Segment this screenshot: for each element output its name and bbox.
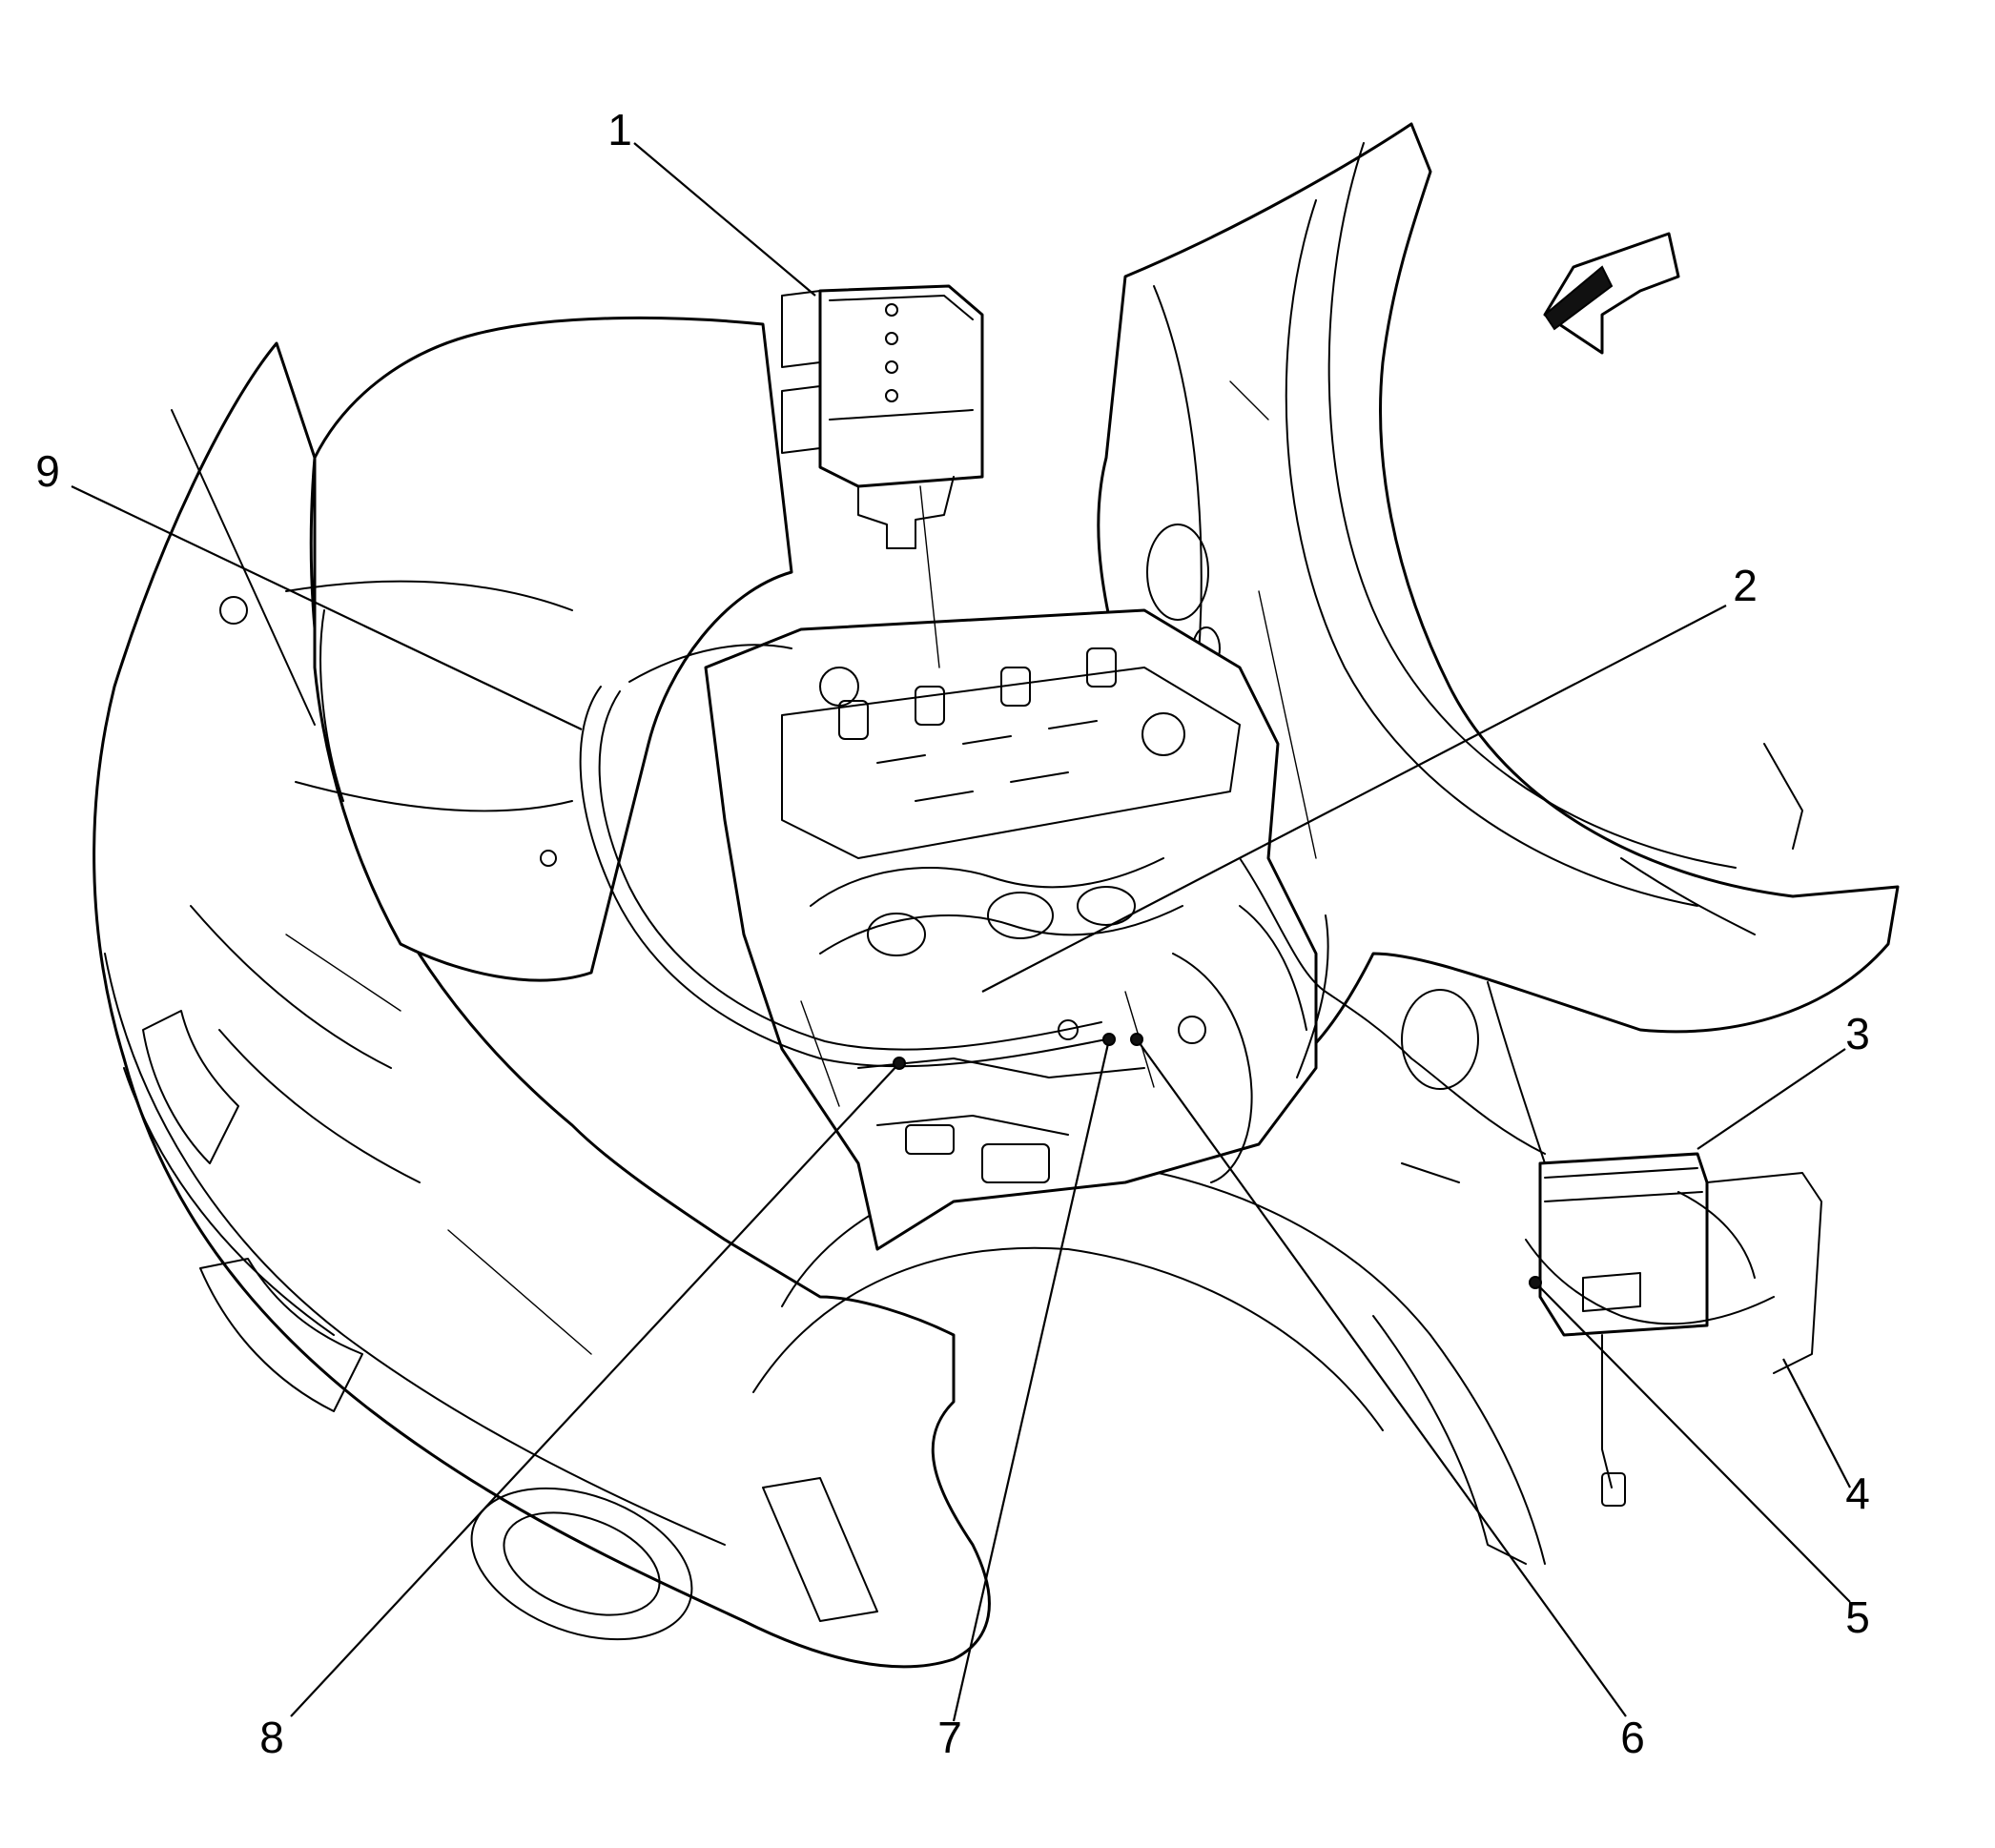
forward-direction-arrow-icon — [1543, 232, 1680, 355]
callout-9: 9 — [35, 446, 60, 496]
connection-point-5 — [1529, 1276, 1542, 1289]
callout-7: 7 — [937, 1713, 962, 1762]
leader-1 — [633, 142, 816, 297]
callout-5: 5 — [1845, 1592, 1870, 1642]
engine-assembly — [704, 608, 1318, 1251]
leader-2 — [981, 605, 1727, 993]
callout-3: 3 — [1845, 1009, 1870, 1058]
callout-2: 2 — [1733, 561, 1758, 610]
leader-lines — [71, 142, 1851, 1722]
callout-labels: 1 2 3 4 5 6 7 8 9 — [35, 105, 1870, 1762]
callout-6: 6 — [1620, 1713, 1645, 1762]
callout-4: 4 — [1845, 1468, 1870, 1518]
connection-point-6 — [1130, 1033, 1143, 1046]
leader-5 — [1534, 1282, 1851, 1603]
callout-8: 8 — [259, 1713, 284, 1762]
underhood-fuse-block — [781, 284, 984, 668]
callout-1: 1 — [607, 105, 632, 154]
wiring-harness — [579, 644, 1546, 1183]
connection-point-8 — [893, 1057, 906, 1070]
leader-3 — [1697, 1048, 1846, 1150]
leader-8 — [290, 1062, 900, 1717]
battery-tray-assembly — [1525, 1152, 1822, 1507]
leader-4 — [1782, 1358, 1851, 1489]
leader-7 — [952, 1038, 1111, 1722]
leader-6 — [1136, 1038, 1627, 1717]
connection-point-7 — [1102, 1033, 1116, 1046]
leader-9 — [71, 485, 583, 730]
